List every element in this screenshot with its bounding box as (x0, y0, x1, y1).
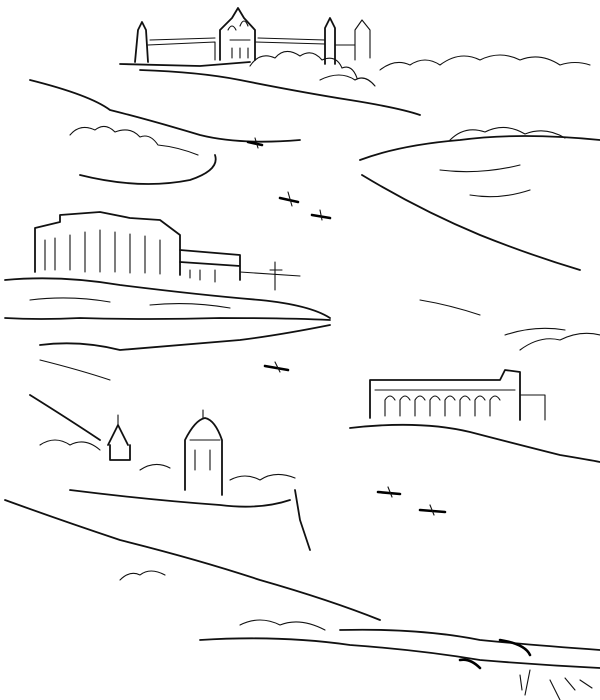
river (39, 299, 481, 381)
boats (246, 137, 447, 516)
foreground-bank (119, 570, 600, 700)
far-shore (29, 54, 600, 271)
church-on-hill (4, 394, 381, 621)
ruined-palace (4, 211, 331, 351)
riverside-building (349, 327, 600, 463)
kremlin-fortress (119, 7, 421, 116)
island (69, 125, 217, 185)
